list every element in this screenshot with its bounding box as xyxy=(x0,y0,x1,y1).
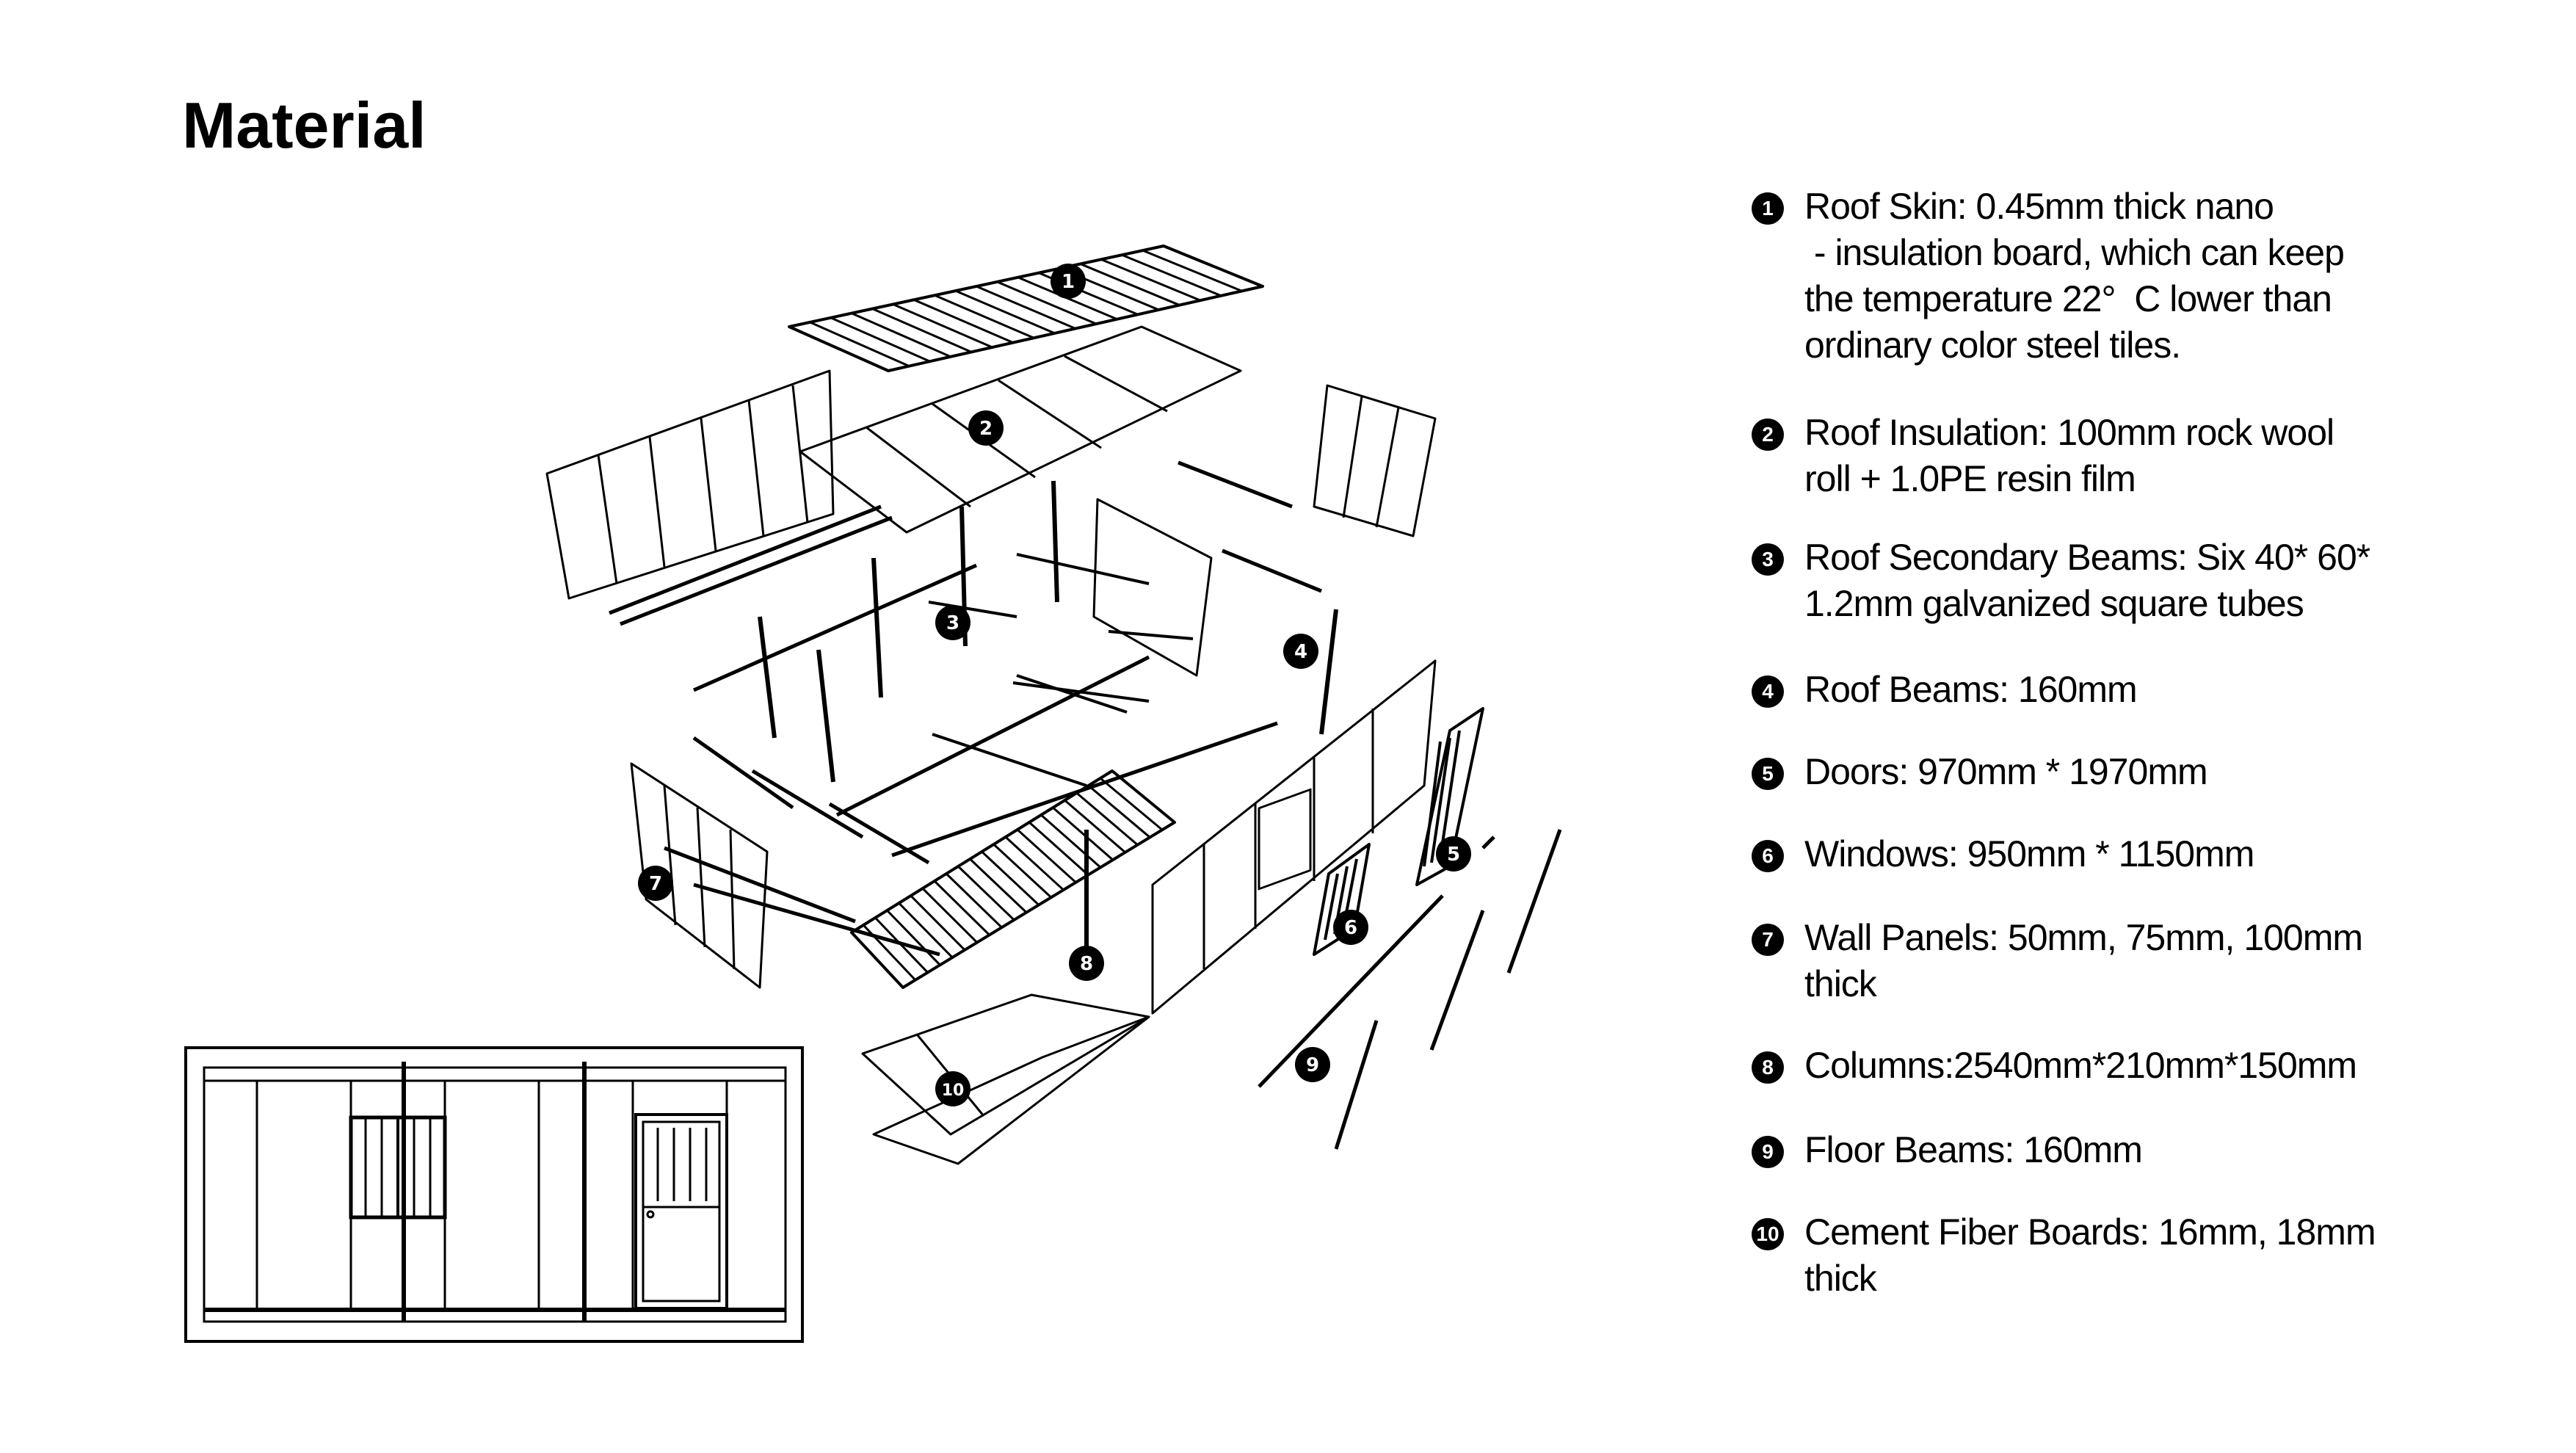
roof-secondary-beams xyxy=(928,553,1194,787)
diagram-marker-1: 1 xyxy=(1051,264,1086,299)
diagram-marker-5: 5 xyxy=(1436,836,1471,872)
cement-fiber-boards xyxy=(861,993,1150,1165)
diagram-marker-7: 7 xyxy=(638,866,673,901)
legend-text: Doors: 970mm * 1970mm xyxy=(1804,751,2208,792)
wall-panel-rear-right xyxy=(1313,384,1437,537)
legend-number-badge: 6 xyxy=(1752,840,1784,872)
svg-text:8: 8 xyxy=(1080,953,1093,975)
svg-text:1: 1 xyxy=(1062,271,1075,293)
legend-item: 8 Columns:2540mm*210mm*150mm xyxy=(1752,1043,2357,1089)
legend-number-badge: 9 xyxy=(1752,1136,1784,1168)
front-elevation-view xyxy=(184,1046,804,1343)
legend-number-badge: 3 xyxy=(1752,543,1784,576)
legend-number-badge: 5 xyxy=(1752,758,1784,790)
legend-item: 7 Wall Panels: 50mm, 75mm, 100mm thick xyxy=(1752,915,2363,1007)
legend-text: Cement Fiber Boards: 16mm, 18mm thick xyxy=(1804,1211,2376,1299)
wall-panel-front-right xyxy=(1151,659,1437,1015)
legend-item: 1 Roof Skin: 0.45mm thick nano - insulati… xyxy=(1752,184,2345,369)
legend-text: Floor Beams: 160mm xyxy=(1804,1129,2143,1170)
floor-beams xyxy=(1258,829,1562,1150)
legend-number-badge: 1 xyxy=(1752,192,1784,225)
diagram-marker-9: 9 xyxy=(1295,1047,1330,1082)
columns xyxy=(758,480,1338,962)
svg-text:9: 9 xyxy=(1306,1054,1319,1076)
legend-text: Columns:2540mm*210mm*150mm xyxy=(1804,1045,2357,1086)
roof-insulation-part xyxy=(799,325,1242,534)
legend-text: Roof Insulation: 100mm rock wool roll + … xyxy=(1804,412,2334,499)
legend-number-badge: 7 xyxy=(1752,924,1784,956)
legend-item: 10 Cement Fiber Boards: 16mm, 18mm thick xyxy=(1752,1209,2376,1302)
rear-window-frame xyxy=(1092,498,1213,677)
legend-text: Roof Skin: 0.45mm thick nano - insulatio… xyxy=(1804,186,2345,366)
legend-number-badge: 4 xyxy=(1752,675,1784,708)
legend-number-badge: 10 xyxy=(1752,1218,1784,1250)
elevation-window xyxy=(349,1115,447,1220)
wall-panel-left xyxy=(545,369,835,600)
diagram-marker-6: 6 xyxy=(1333,910,1368,945)
legend-item: 2 Roof Insulation: 100mm rock wool roll +… xyxy=(1752,410,2334,502)
legend-item: 6 Windows: 950mm * 1150mm xyxy=(1752,831,2254,877)
elevation-door xyxy=(634,1113,728,1310)
diagram-marker-4: 4 xyxy=(1283,634,1318,669)
legend-number-badge: 2 xyxy=(1752,418,1784,451)
floor-decking xyxy=(850,769,1176,989)
diagram-marker-8: 8 xyxy=(1069,946,1104,981)
svg-text:7: 7 xyxy=(649,873,662,895)
legend-item: 3 Roof Secondary Beams: Six 40* 60* 1.2mm… xyxy=(1752,535,2370,627)
roof-skin-part xyxy=(788,244,1264,372)
legend-text: Roof Beams: 160mm xyxy=(1804,669,2138,710)
diagram-marker-3: 3 xyxy=(935,605,970,640)
page-title: Material xyxy=(182,89,427,162)
wall-panel-front-left xyxy=(630,762,769,989)
legend-text: Roof Secondary Beams: Six 40* 60* 1.2mm … xyxy=(1804,537,2370,624)
svg-text:10: 10 xyxy=(942,1081,965,1100)
legend-item: 9 Floor Beams: 160mm xyxy=(1752,1127,2143,1173)
legend-item: 5 Doors: 970mm * 1970mm xyxy=(1752,749,2208,795)
svg-text:5: 5 xyxy=(1447,844,1460,866)
exploded-house-diagram: 1 2 3 4 5 6 7 8 9 10 xyxy=(545,244,1562,1165)
legend-number-badge: 8 xyxy=(1752,1051,1784,1084)
roof-beams xyxy=(609,460,1322,957)
legend-text: Wall Panels: 50mm, 75mm, 100mm thick xyxy=(1804,917,2363,1004)
legend-text: Windows: 950mm * 1150mm xyxy=(1804,833,2254,874)
svg-text:2: 2 xyxy=(979,418,993,440)
svg-text:6: 6 xyxy=(1344,917,1357,939)
diagram-marker-2: 2 xyxy=(968,410,1004,446)
svg-text:4: 4 xyxy=(1294,641,1307,663)
legend-item: 4 Roof Beams: 160mm xyxy=(1752,667,2138,713)
svg-text:3: 3 xyxy=(946,612,959,634)
diagram-marker-10: 10 xyxy=(935,1071,970,1106)
